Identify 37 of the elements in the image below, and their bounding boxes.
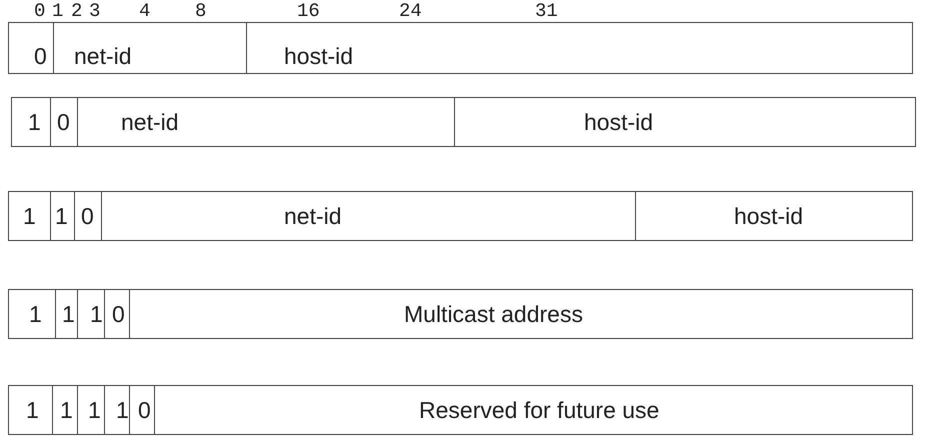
address-format-bar <box>8 289 913 339</box>
class-bit-digit: 1 <box>12 98 50 146</box>
address-part-label: Reserved for future use <box>154 386 911 434</box>
class-bit-digit: 1 <box>52 386 76 434</box>
class-bit-digit: 1 <box>9 290 54 338</box>
address-format-bar <box>11 97 916 147</box>
address-part-label: net-id <box>100 192 634 240</box>
class-bit-digit: 1 <box>9 386 52 434</box>
address-format-bar <box>8 191 913 241</box>
address-part-label: net-id <box>52 23 246 73</box>
class-bit-digit: 0 <box>9 23 52 73</box>
address-part-label: Multicast address <box>128 290 911 338</box>
bit-position-number: 3 <box>89 1 100 21</box>
class-bit-digit: 1 <box>76 290 104 338</box>
class-bit-digit: 0 <box>104 290 128 338</box>
bit-position-number: 24 <box>399 1 422 21</box>
address-format-bar <box>8 385 913 435</box>
bit-position-number: 16 <box>297 1 320 21</box>
class-bit-digit: 0 <box>128 386 154 434</box>
class-bit-digit: 1 <box>9 192 50 240</box>
address-part-label: host-id <box>634 192 911 240</box>
class-bit-digit: 0 <box>74 192 100 240</box>
bit-position-number: 1 <box>52 1 64 21</box>
address-part-label: net-id <box>76 98 454 146</box>
address-part-label: host-id <box>246 23 911 73</box>
class-bit-digit: 1 <box>76 386 104 434</box>
address-part-label: host-id <box>454 98 914 146</box>
address-format-bar <box>8 22 913 74</box>
bit-position-number: 31 <box>535 1 558 21</box>
class-bit-digit: 1 <box>54 290 76 338</box>
bit-position-number: 4 <box>139 1 150 21</box>
bit-position-number: 0 <box>34 1 46 21</box>
bit-position-number: 2 <box>71 1 82 21</box>
bit-position-number: 8 <box>195 1 206 21</box>
class-bit-digit: 1 <box>104 386 128 434</box>
class-bit-digit: 1 <box>50 192 74 240</box>
class-bit-digit: 0 <box>50 98 76 146</box>
